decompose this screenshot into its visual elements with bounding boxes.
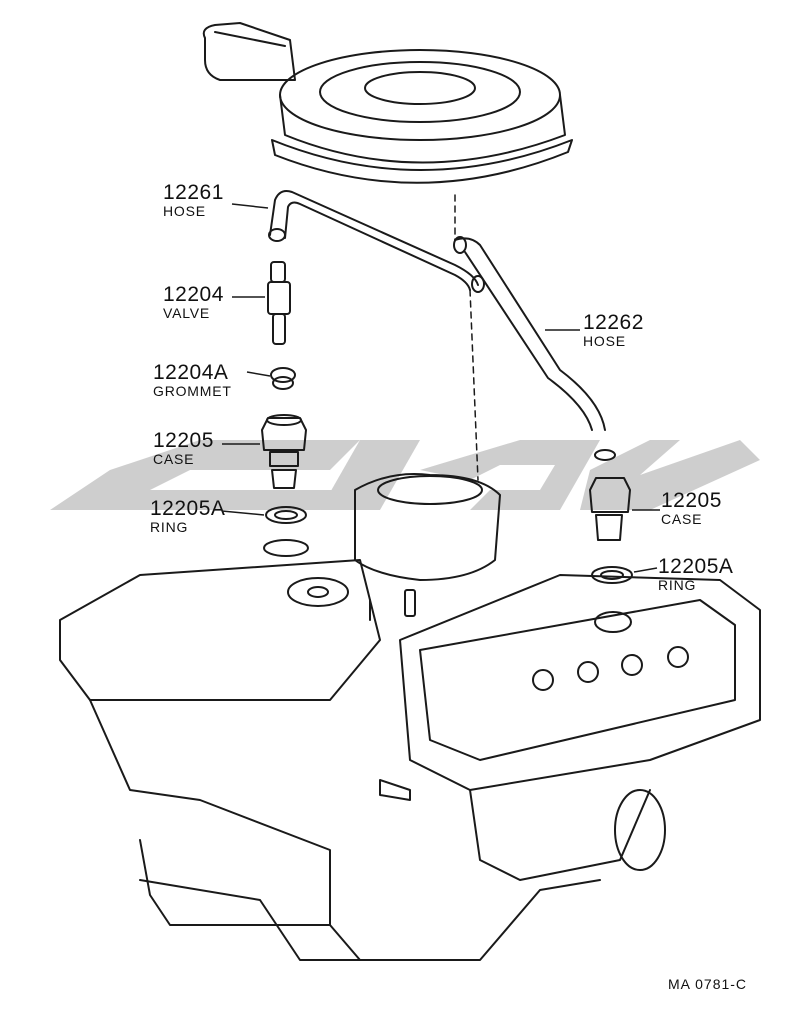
part-number: 12205 bbox=[153, 429, 214, 452]
pcv-valve-12204 bbox=[267, 261, 291, 345]
label-hose-12261: 12261 HOSE bbox=[163, 182, 224, 218]
part-name: VALVE bbox=[163, 305, 211, 321]
air-cleaner bbox=[202, 22, 573, 184]
label-ring-12205A-right: 12205A RING bbox=[658, 556, 733, 592]
part-number: 12205A bbox=[150, 497, 226, 520]
part-number: 12261 bbox=[163, 181, 224, 204]
part-number: 12205 bbox=[661, 489, 722, 512]
part-number: 12262 bbox=[583, 311, 644, 334]
ring-12205A-right bbox=[591, 566, 633, 584]
guide-lines bbox=[454, 194, 479, 481]
part-number: 12205A bbox=[658, 555, 734, 578]
case-12205-right bbox=[589, 449, 631, 541]
label-valve-12204: 12204 VALVE bbox=[163, 284, 224, 320]
part-name: HOSE bbox=[163, 203, 206, 219]
label-case-12205-right: 12205 CASE bbox=[661, 490, 722, 526]
label-ring-12205A-left: 12205A RING bbox=[150, 498, 225, 534]
ring-12205A-left bbox=[263, 506, 309, 557]
part-name: RING bbox=[150, 519, 189, 535]
part-number: 12204A bbox=[153, 361, 229, 384]
engine-block bbox=[59, 559, 761, 961]
hose-12262 bbox=[453, 236, 606, 431]
part-name: CASE bbox=[153, 451, 195, 467]
grommet-12204A bbox=[270, 367, 296, 390]
part-name: RING bbox=[658, 577, 697, 593]
drawing-code: MA 0781-C bbox=[668, 976, 748, 992]
watermark-logo bbox=[50, 440, 760, 510]
label-grommet-12204A: 12204A GROMMET bbox=[153, 362, 232, 398]
part-name: HOSE bbox=[583, 333, 626, 349]
intake-gasket bbox=[354, 473, 501, 581]
case-12205-left bbox=[261, 414, 307, 489]
label-case-12205-left: 12205 CASE bbox=[153, 430, 214, 466]
part-number: 12204 bbox=[163, 283, 224, 306]
hose-12261 bbox=[268, 190, 485, 293]
part-name: CASE bbox=[661, 511, 703, 527]
part-name: GROMMET bbox=[153, 383, 232, 399]
label-hose-12262: 12262 HOSE bbox=[583, 312, 644, 348]
